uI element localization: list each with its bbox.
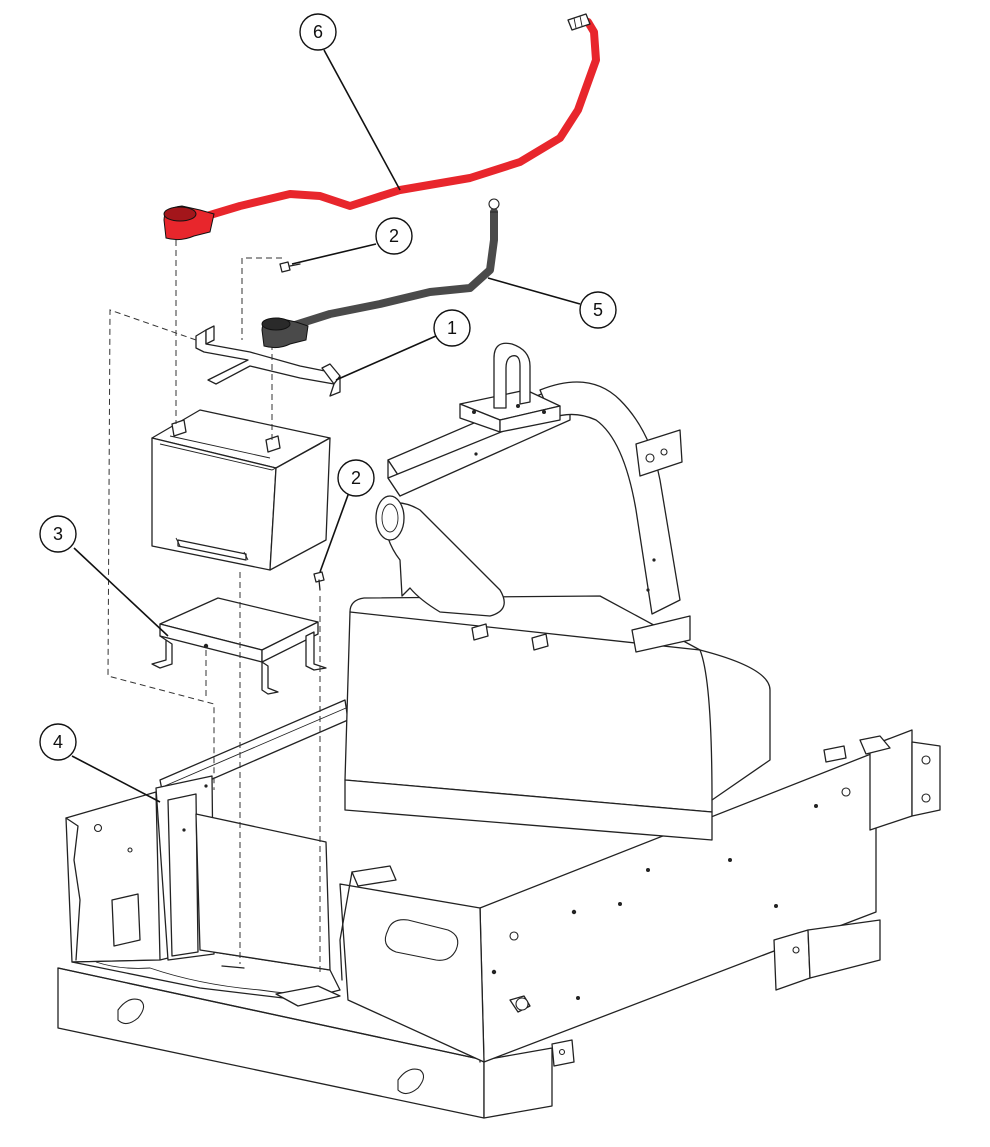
callout-leaders (71, 49, 581, 803)
bolt-lower (313, 571, 325, 591)
positive-cable-boot-top (163, 206, 197, 222)
battery-tray-part (151, 597, 327, 695)
callout-5-label: 5 (593, 300, 603, 320)
fuel-tank (344, 495, 771, 841)
callout-1-label: 1 (447, 318, 457, 338)
battery-hold-down-part (195, 325, 341, 397)
callout-5: 5 (579, 291, 617, 329)
chassis-frame (57, 699, 941, 1119)
callout-2-lower-label: 2 (351, 468, 361, 488)
bolt-upper (279, 261, 301, 273)
callout-4-label: 4 (53, 732, 63, 752)
callout-2-lower: 2 (337, 459, 375, 497)
negative-cable-part (261, 198, 500, 349)
callout-2-upper: 2 (375, 217, 413, 255)
callout-1: 1 (433, 309, 471, 347)
assembly-lines (107, 240, 321, 972)
callout-6-label: 6 (313, 22, 323, 42)
callout-3-label: 3 (53, 524, 63, 544)
callout-2-upper-label: 2 (389, 226, 399, 246)
positive-cable-part (163, 13, 600, 241)
positive-cable-wire (196, 18, 600, 222)
battery (151, 409, 331, 571)
negative-cable-boot-top (261, 317, 291, 331)
callout-4: 4 (39, 723, 77, 761)
negative-cable-wire (288, 208, 498, 330)
callout-3: 3 (39, 515, 77, 553)
rollbar-frame (387, 342, 683, 615)
battery-bracket-part (155, 775, 397, 1007)
callout-6: 6 (299, 13, 337, 51)
